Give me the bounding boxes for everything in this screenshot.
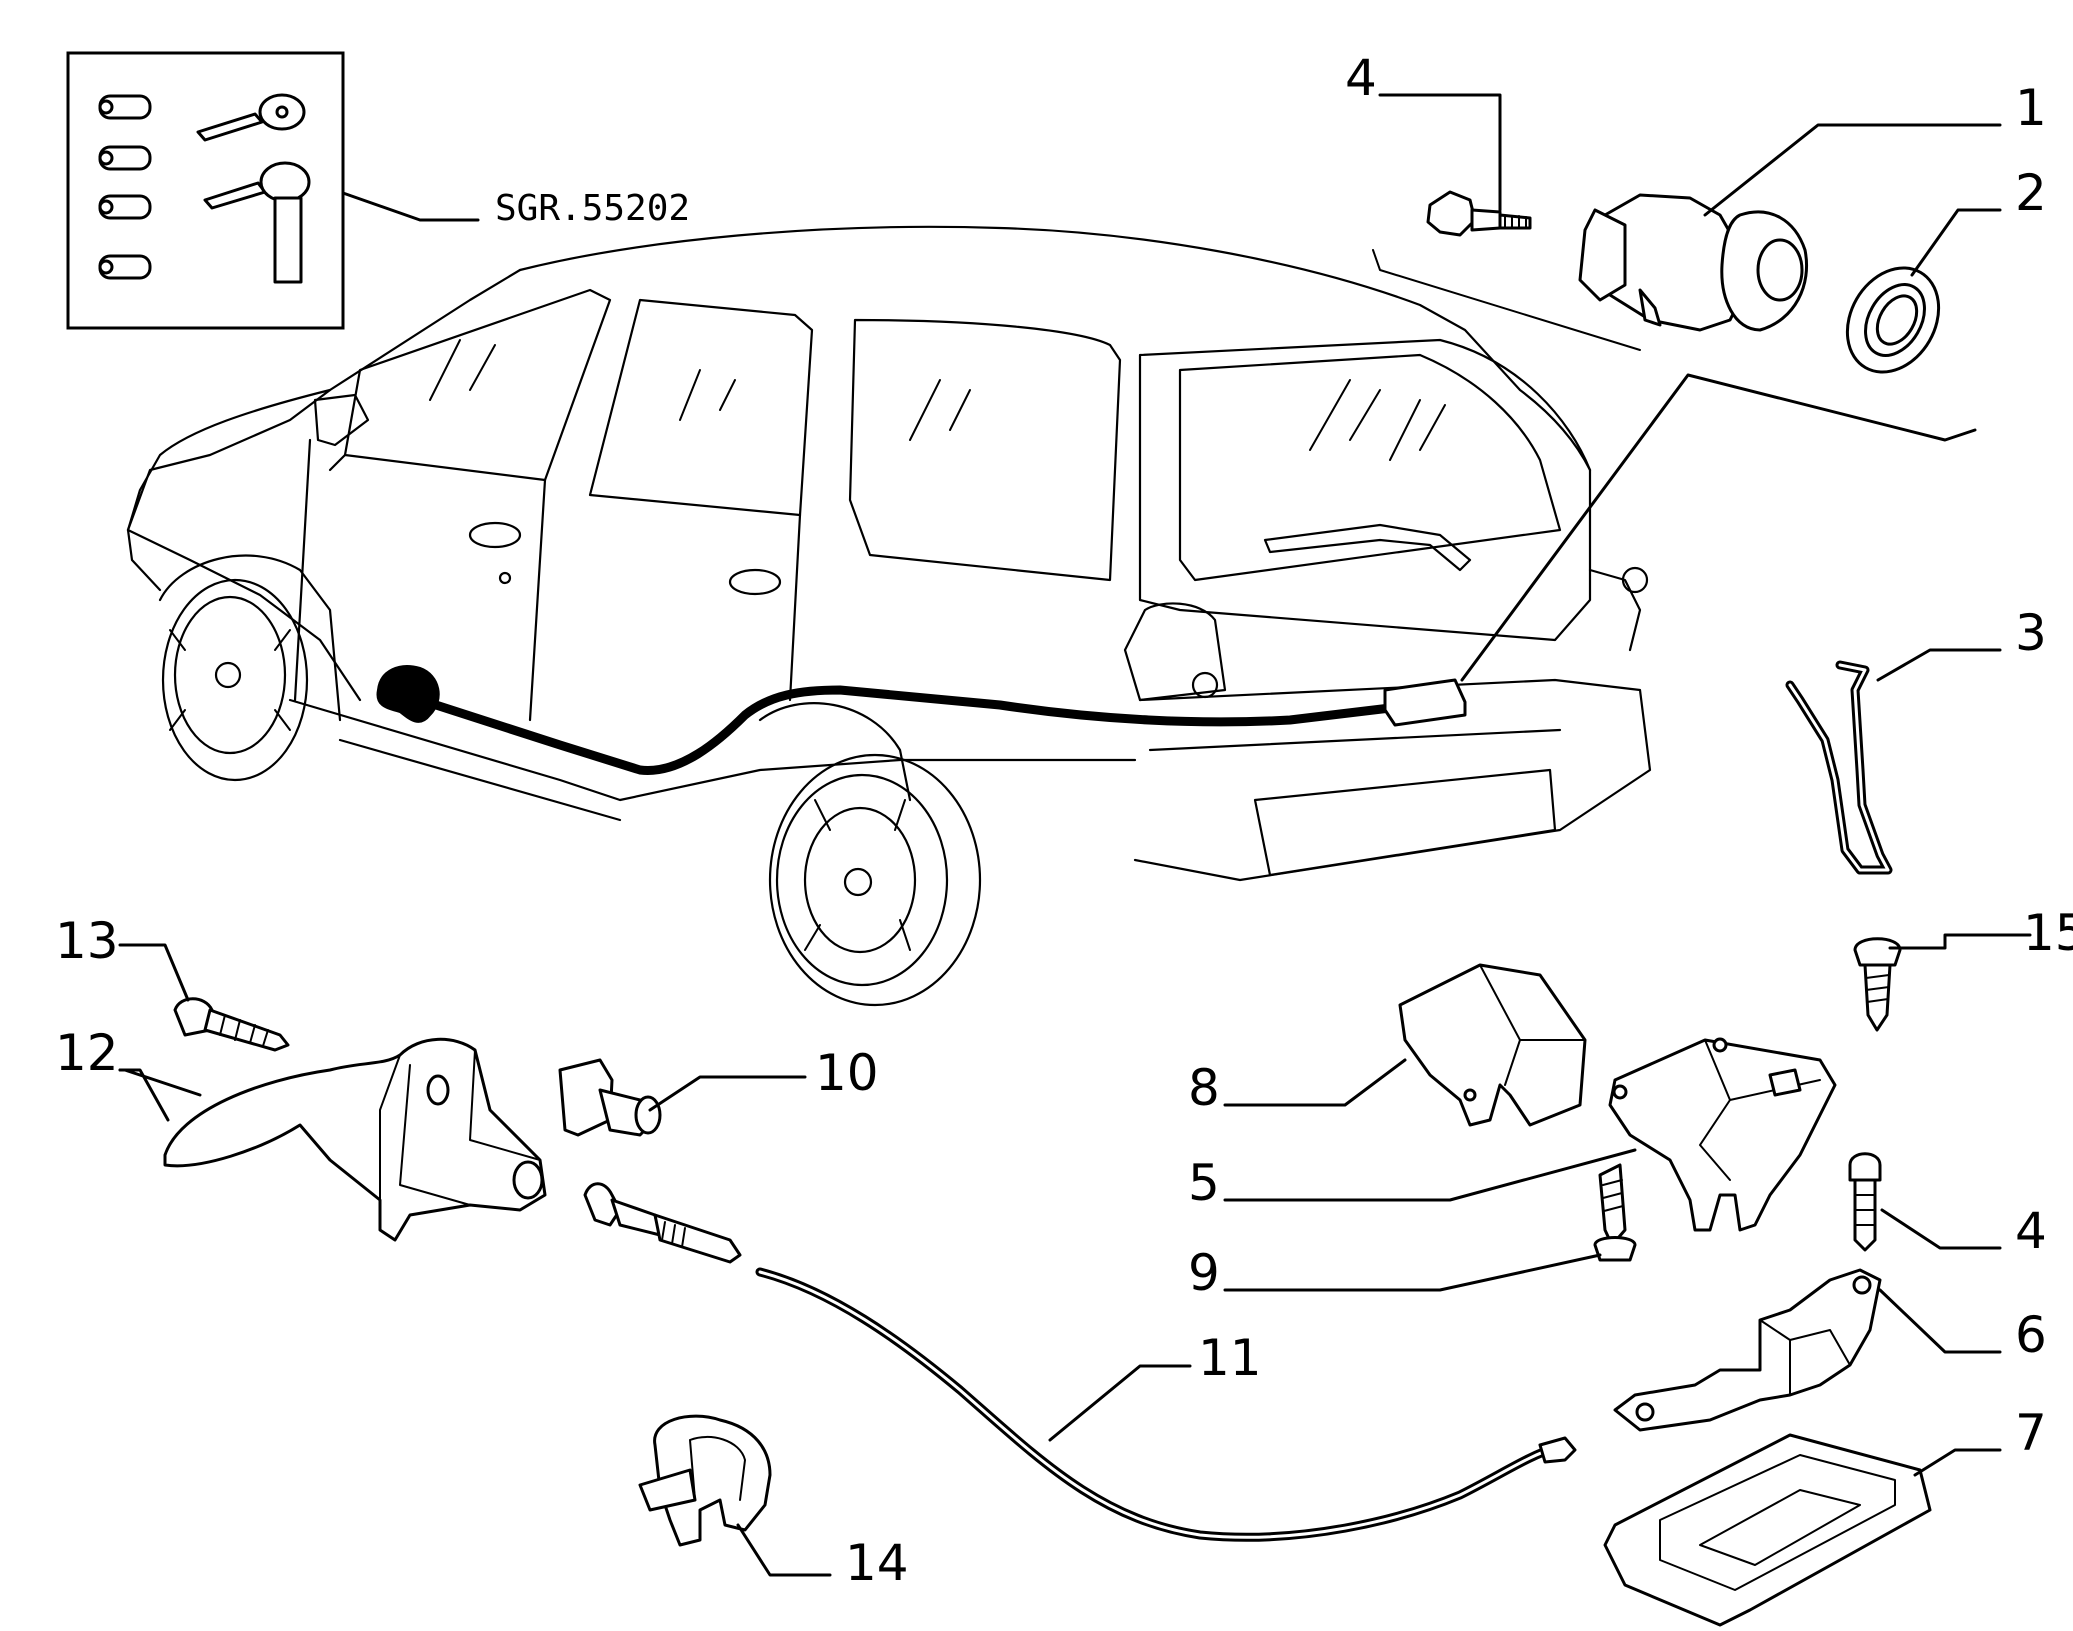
part-3-rod: 3 xyxy=(1785,604,2047,875)
part-1-lock-cylinder: 1 xyxy=(1578,79,2047,332)
part-4-bolt-top: 4 xyxy=(1345,49,1532,237)
callout-5: 5 xyxy=(1188,1154,1220,1212)
callout-10: 10 xyxy=(815,1044,879,1102)
callout-1: 1 xyxy=(2015,79,2047,137)
part-5-latch: 5 xyxy=(1188,1037,1837,1232)
part-15-screw: 15 xyxy=(1853,904,2073,1032)
callout-6: 6 xyxy=(2015,1306,2047,1364)
callout-13: 13 xyxy=(55,912,119,970)
part-9-screw: 9 xyxy=(1188,1163,1637,1302)
car-icon xyxy=(126,225,1977,1007)
lock-cylinder-icon xyxy=(98,94,152,280)
callout-9: 9 xyxy=(1188,1244,1220,1302)
callout-14: 14 xyxy=(845,1534,909,1592)
callout-4-right: 4 xyxy=(2015,1202,2047,1260)
callout-7: 7 xyxy=(2015,1404,2047,1462)
part-13-screw: 13 xyxy=(55,912,290,1052)
part-11-release-cable: 11 xyxy=(583,1182,1577,1542)
callout-11: 11 xyxy=(1198,1329,1262,1387)
part-14-cable-clip: 14 xyxy=(638,1414,909,1592)
callout-3: 3 xyxy=(2015,604,2047,662)
callout-2: 2 xyxy=(2015,164,2047,222)
lock-kit-box: SGR.55202 xyxy=(66,51,690,330)
part-7-tray: 7 xyxy=(1603,1404,2047,1627)
kit-code-label: SGR.55202 xyxy=(495,188,690,229)
part-10-clip: 10 xyxy=(558,1044,879,1137)
key-icon xyxy=(196,93,311,284)
callout-4-top: 4 xyxy=(1345,49,1377,107)
part-8-bracket: 8 xyxy=(1188,963,1587,1127)
callout-15: 15 xyxy=(2023,904,2073,962)
part-4-bolt-right: 4 xyxy=(1848,1152,2047,1260)
callout-12: 12 xyxy=(55,1024,119,1082)
callout-8: 8 xyxy=(1188,1059,1220,1117)
part-2-seal-ring: 2 xyxy=(1845,164,2047,374)
part-6-striker: 6 xyxy=(1613,1268,2047,1432)
part-12-release-handle: 12 xyxy=(55,1024,547,1242)
